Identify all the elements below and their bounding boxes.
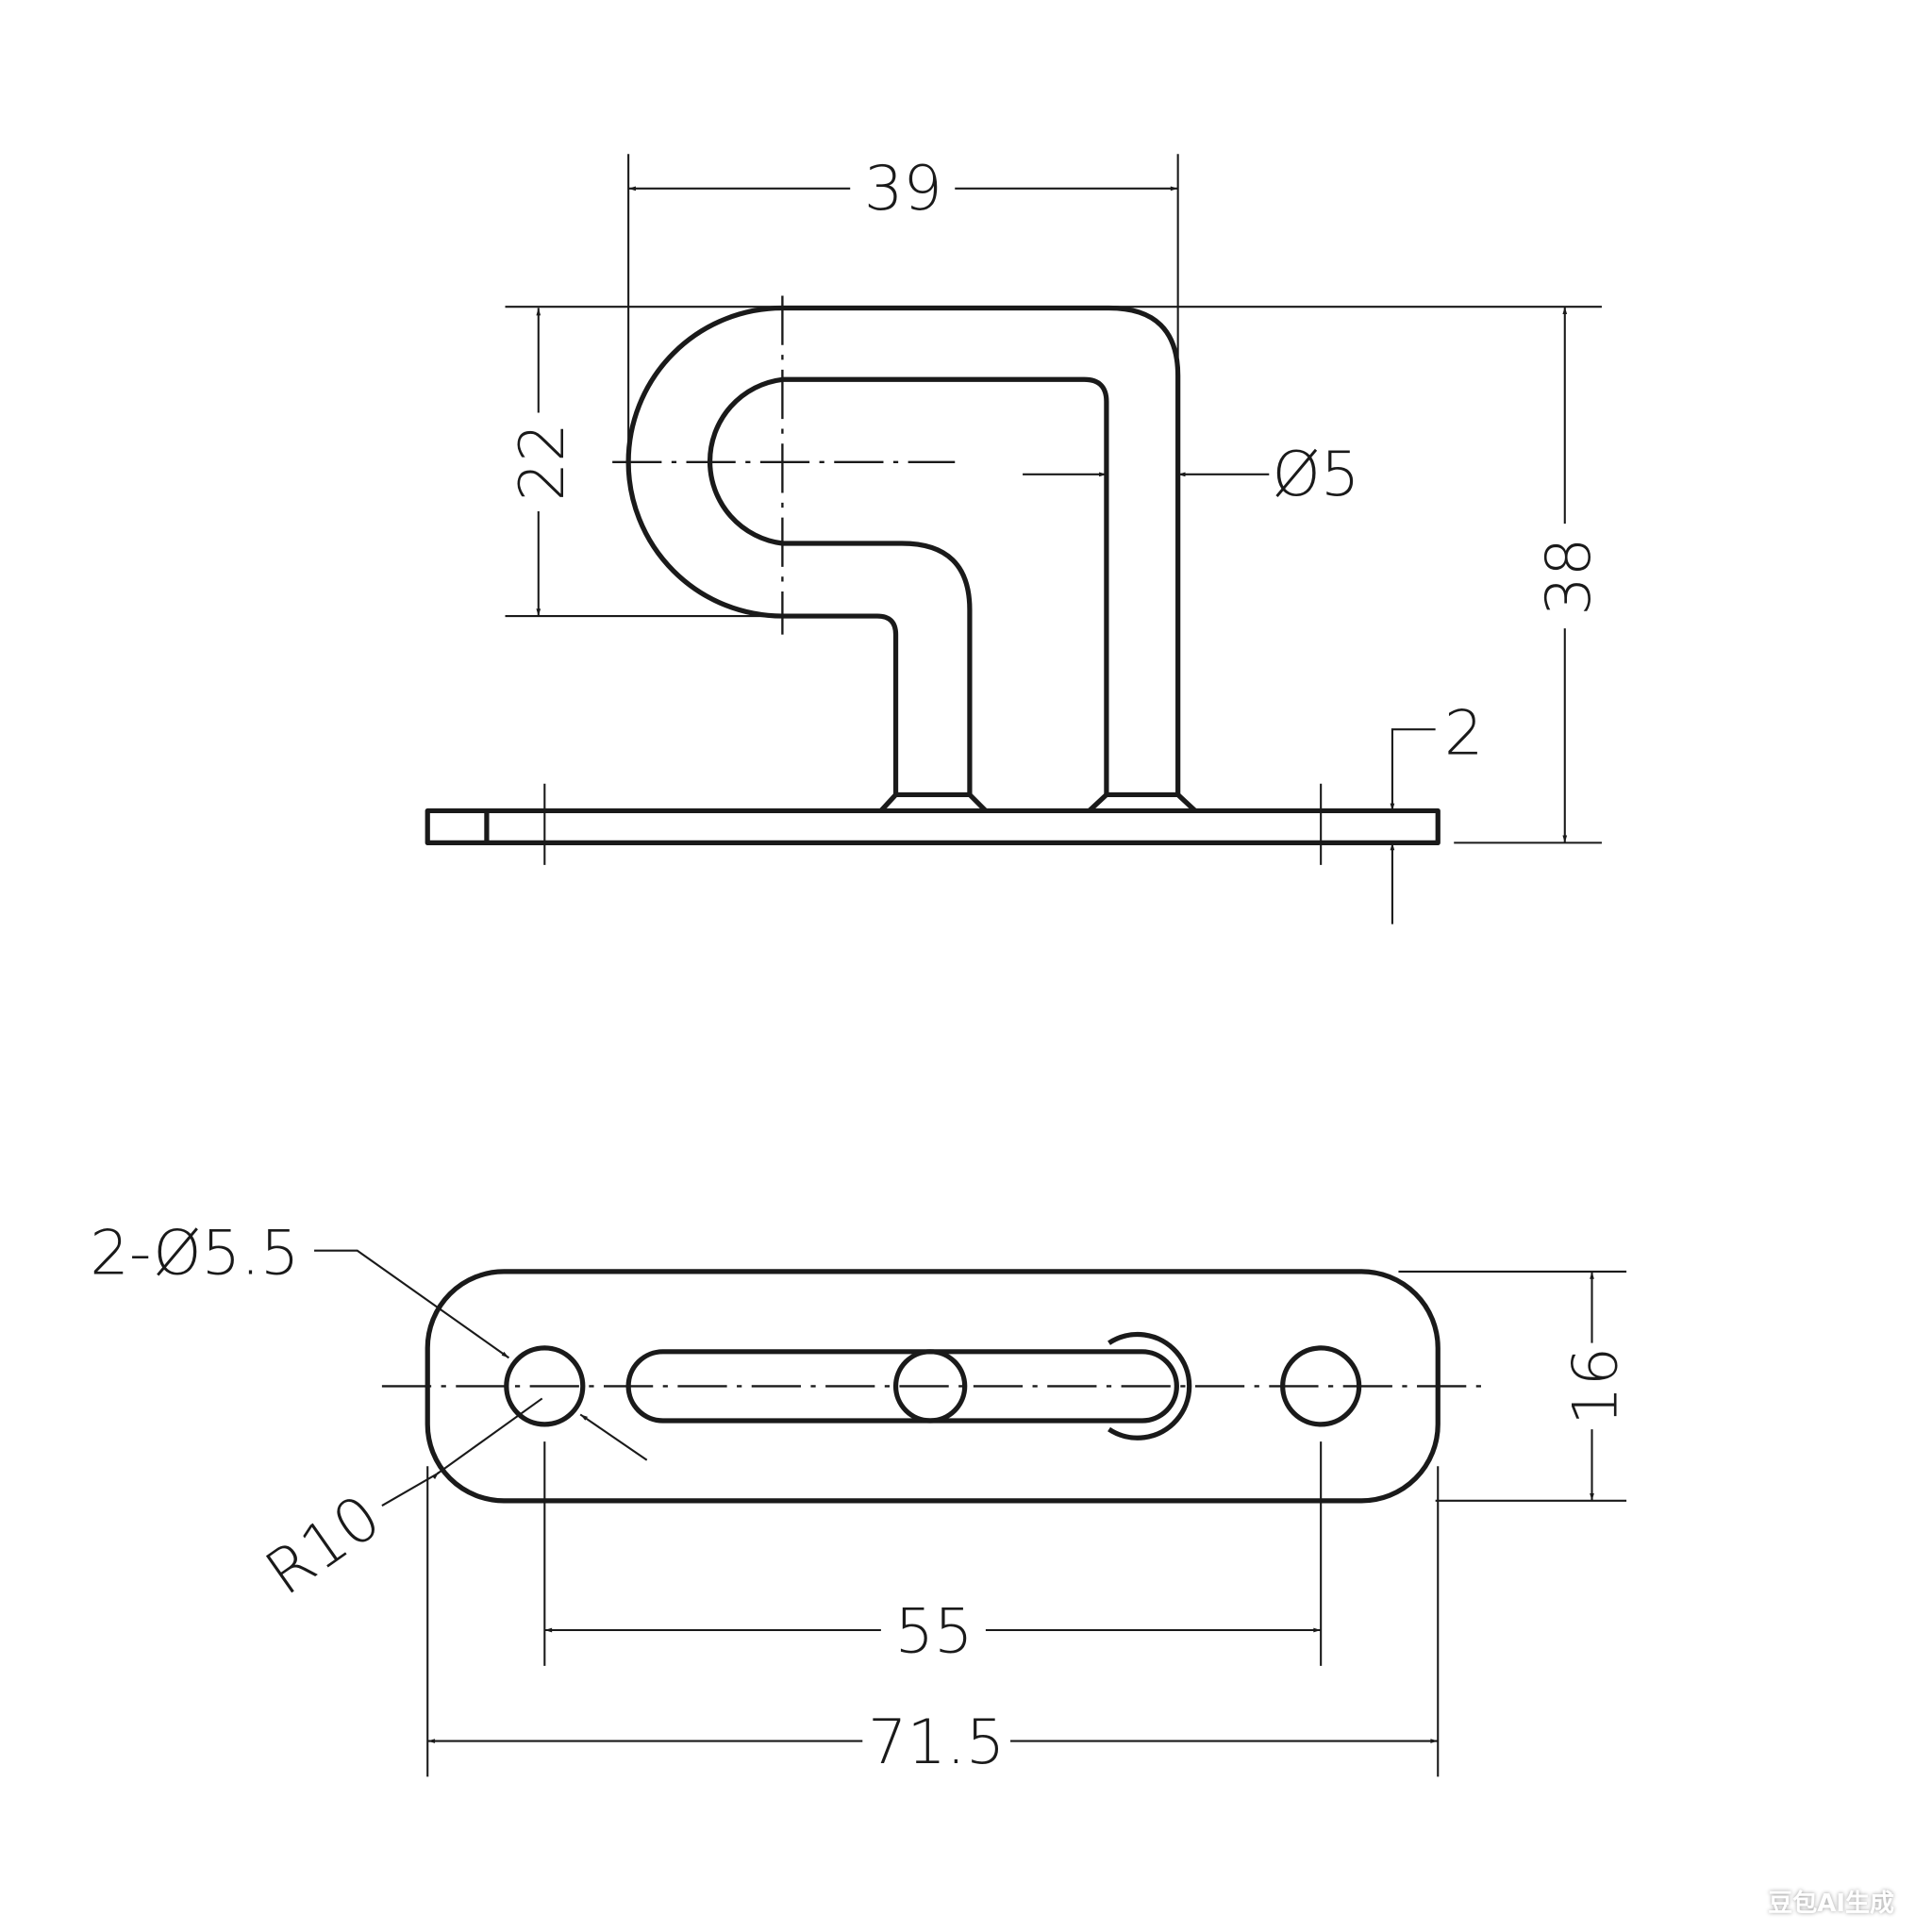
- rod-bend-arc: [1108, 1331, 1192, 1441]
- base-plate-side: [425, 808, 1441, 845]
- dim-thickness-label: 2: [1444, 697, 1484, 769]
- dimension-line: [1390, 728, 1436, 811]
- dim-39-label: 39: [864, 153, 942, 225]
- leader-line: [314, 1249, 510, 1359]
- weld-fillet-left: [878, 791, 988, 813]
- hook-inner-outline: [708, 376, 1109, 795]
- dim-width-label: 16: [1560, 1347, 1632, 1425]
- leader-line: [579, 1413, 648, 1461]
- rod-section-circle: [892, 1349, 968, 1424]
- weld-fillet-right: [1087, 791, 1197, 813]
- dim-spacing-label: 55: [894, 1596, 973, 1668]
- watermark: 豆包AI生成: [1768, 1890, 1894, 1918]
- dim-diameter-label: Ø5: [1272, 439, 1359, 510]
- top-view: 2-Ø5.5 R10 16 55 71.5: [90, 1218, 1631, 1779]
- dim-length-label: 71.5: [868, 1707, 1005, 1778]
- mounting-hole-left: [504, 1345, 586, 1427]
- dim-radius-label: R10: [253, 1481, 393, 1609]
- front-view: 39 22 Ø5 38 2: [425, 153, 1605, 924]
- dim-holes-label: 2-Ø5.5: [90, 1218, 299, 1290]
- dim-22-label: 22: [507, 423, 578, 501]
- dim-38-label: 38: [1533, 538, 1605, 616]
- leader-arrow: [431, 1472, 440, 1480]
